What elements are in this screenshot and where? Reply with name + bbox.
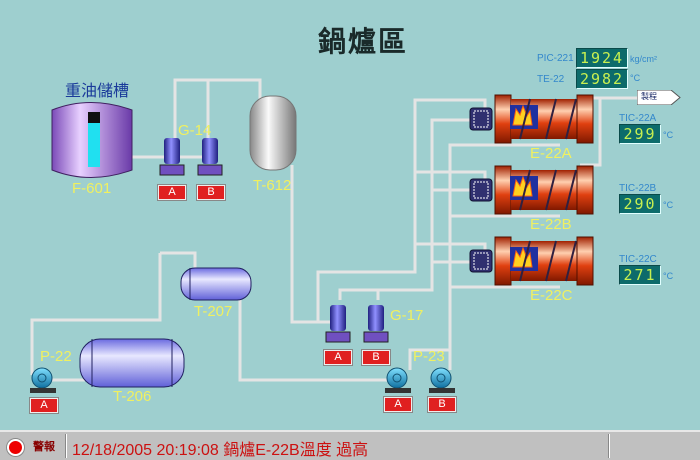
pic221-label: PIC-221 bbox=[537, 53, 574, 64]
process-nav-button[interactable]: 製程 bbox=[637, 90, 681, 105]
te22-unit: °C bbox=[630, 73, 641, 83]
pump-g14b bbox=[197, 138, 223, 176]
pump-g17a bbox=[325, 305, 351, 343]
boiler-e22b-tag: E-22B bbox=[530, 216, 572, 233]
tic22c-unit: °C bbox=[663, 271, 674, 281]
alarm-status-bar: 警報 12/18/2005 20:19:08 鍋爐E-22B溫度 過高 bbox=[0, 430, 700, 460]
tic22c-label: TIC-22C bbox=[619, 254, 657, 265]
tic22b-unit: °C bbox=[663, 200, 674, 210]
te22-value: 2982 bbox=[576, 69, 628, 89]
tic22b-label: TIC-22B bbox=[619, 183, 657, 194]
tank-f601-tag: F-601 bbox=[72, 180, 112, 197]
pic221-value: 1924 bbox=[576, 48, 628, 68]
alarm-message: 12/18/2005 20:19:08 鍋爐E-22B溫度 過高 bbox=[72, 442, 369, 459]
divider bbox=[608, 434, 610, 458]
pump-p22a-button[interactable]: A bbox=[29, 397, 59, 414]
tic22a-value: 299 bbox=[619, 124, 661, 144]
pump-g17b-button[interactable]: B bbox=[361, 349, 391, 366]
tank-f601 bbox=[51, 102, 133, 178]
pump-g14-tag: G-14 bbox=[178, 122, 212, 139]
alarm-indicator-icon bbox=[7, 439, 24, 456]
divider bbox=[65, 434, 67, 458]
tank-t206-tag: T-206 bbox=[113, 388, 152, 405]
pipe-network bbox=[30, 78, 640, 393]
tank-t612-tag: T-612 bbox=[253, 177, 292, 194]
boiler-e-22c bbox=[469, 236, 594, 286]
tank-t207-tag: T-207 bbox=[194, 303, 233, 320]
tic22c-value: 271 bbox=[619, 265, 661, 285]
pump-g17-tag: G-17 bbox=[390, 307, 424, 324]
pump-g14a-button[interactable]: A bbox=[157, 184, 187, 201]
tic22a-label: TIC-22A bbox=[619, 113, 657, 124]
pump-p23-tag: P-23 bbox=[413, 348, 445, 365]
boiler-e-22b bbox=[469, 165, 594, 215]
pump-p23a bbox=[385, 367, 411, 393]
pump-p22-tag: P-22 bbox=[40, 348, 72, 365]
boiler-e22a-tag: E-22A bbox=[530, 145, 572, 162]
pump-p23b bbox=[429, 367, 455, 393]
alarm-label[interactable]: 警報 bbox=[33, 441, 55, 453]
pump-g17a-button[interactable]: A bbox=[323, 349, 353, 366]
pump-p22 bbox=[30, 367, 56, 393]
pump-p23a-button[interactable]: A bbox=[383, 396, 413, 413]
pump-p23b-button[interactable]: B bbox=[427, 396, 457, 413]
page-title: 鍋爐區 bbox=[318, 25, 409, 58]
process-diagram: 鍋爐區 重油儲槽 F-601 G-14 A B T-612 T-207 T-20… bbox=[29, 25, 681, 414]
tic22a-unit: °C bbox=[663, 130, 674, 140]
pic221-unit: kg/cm² bbox=[630, 54, 657, 64]
process-nav-label: 製程 bbox=[641, 92, 657, 101]
tank-f601-name: 重油儲槽 bbox=[65, 81, 130, 100]
tic22b-value: 290 bbox=[619, 194, 661, 214]
pump-g14b-button[interactable]: B bbox=[196, 184, 226, 201]
pump-g14a bbox=[159, 138, 185, 176]
pump-g17b bbox=[363, 305, 389, 343]
boiler-e-22a bbox=[469, 94, 594, 144]
te22-label: TE-22 bbox=[537, 74, 565, 85]
boiler-e22c-tag: E-22C bbox=[530, 287, 573, 304]
